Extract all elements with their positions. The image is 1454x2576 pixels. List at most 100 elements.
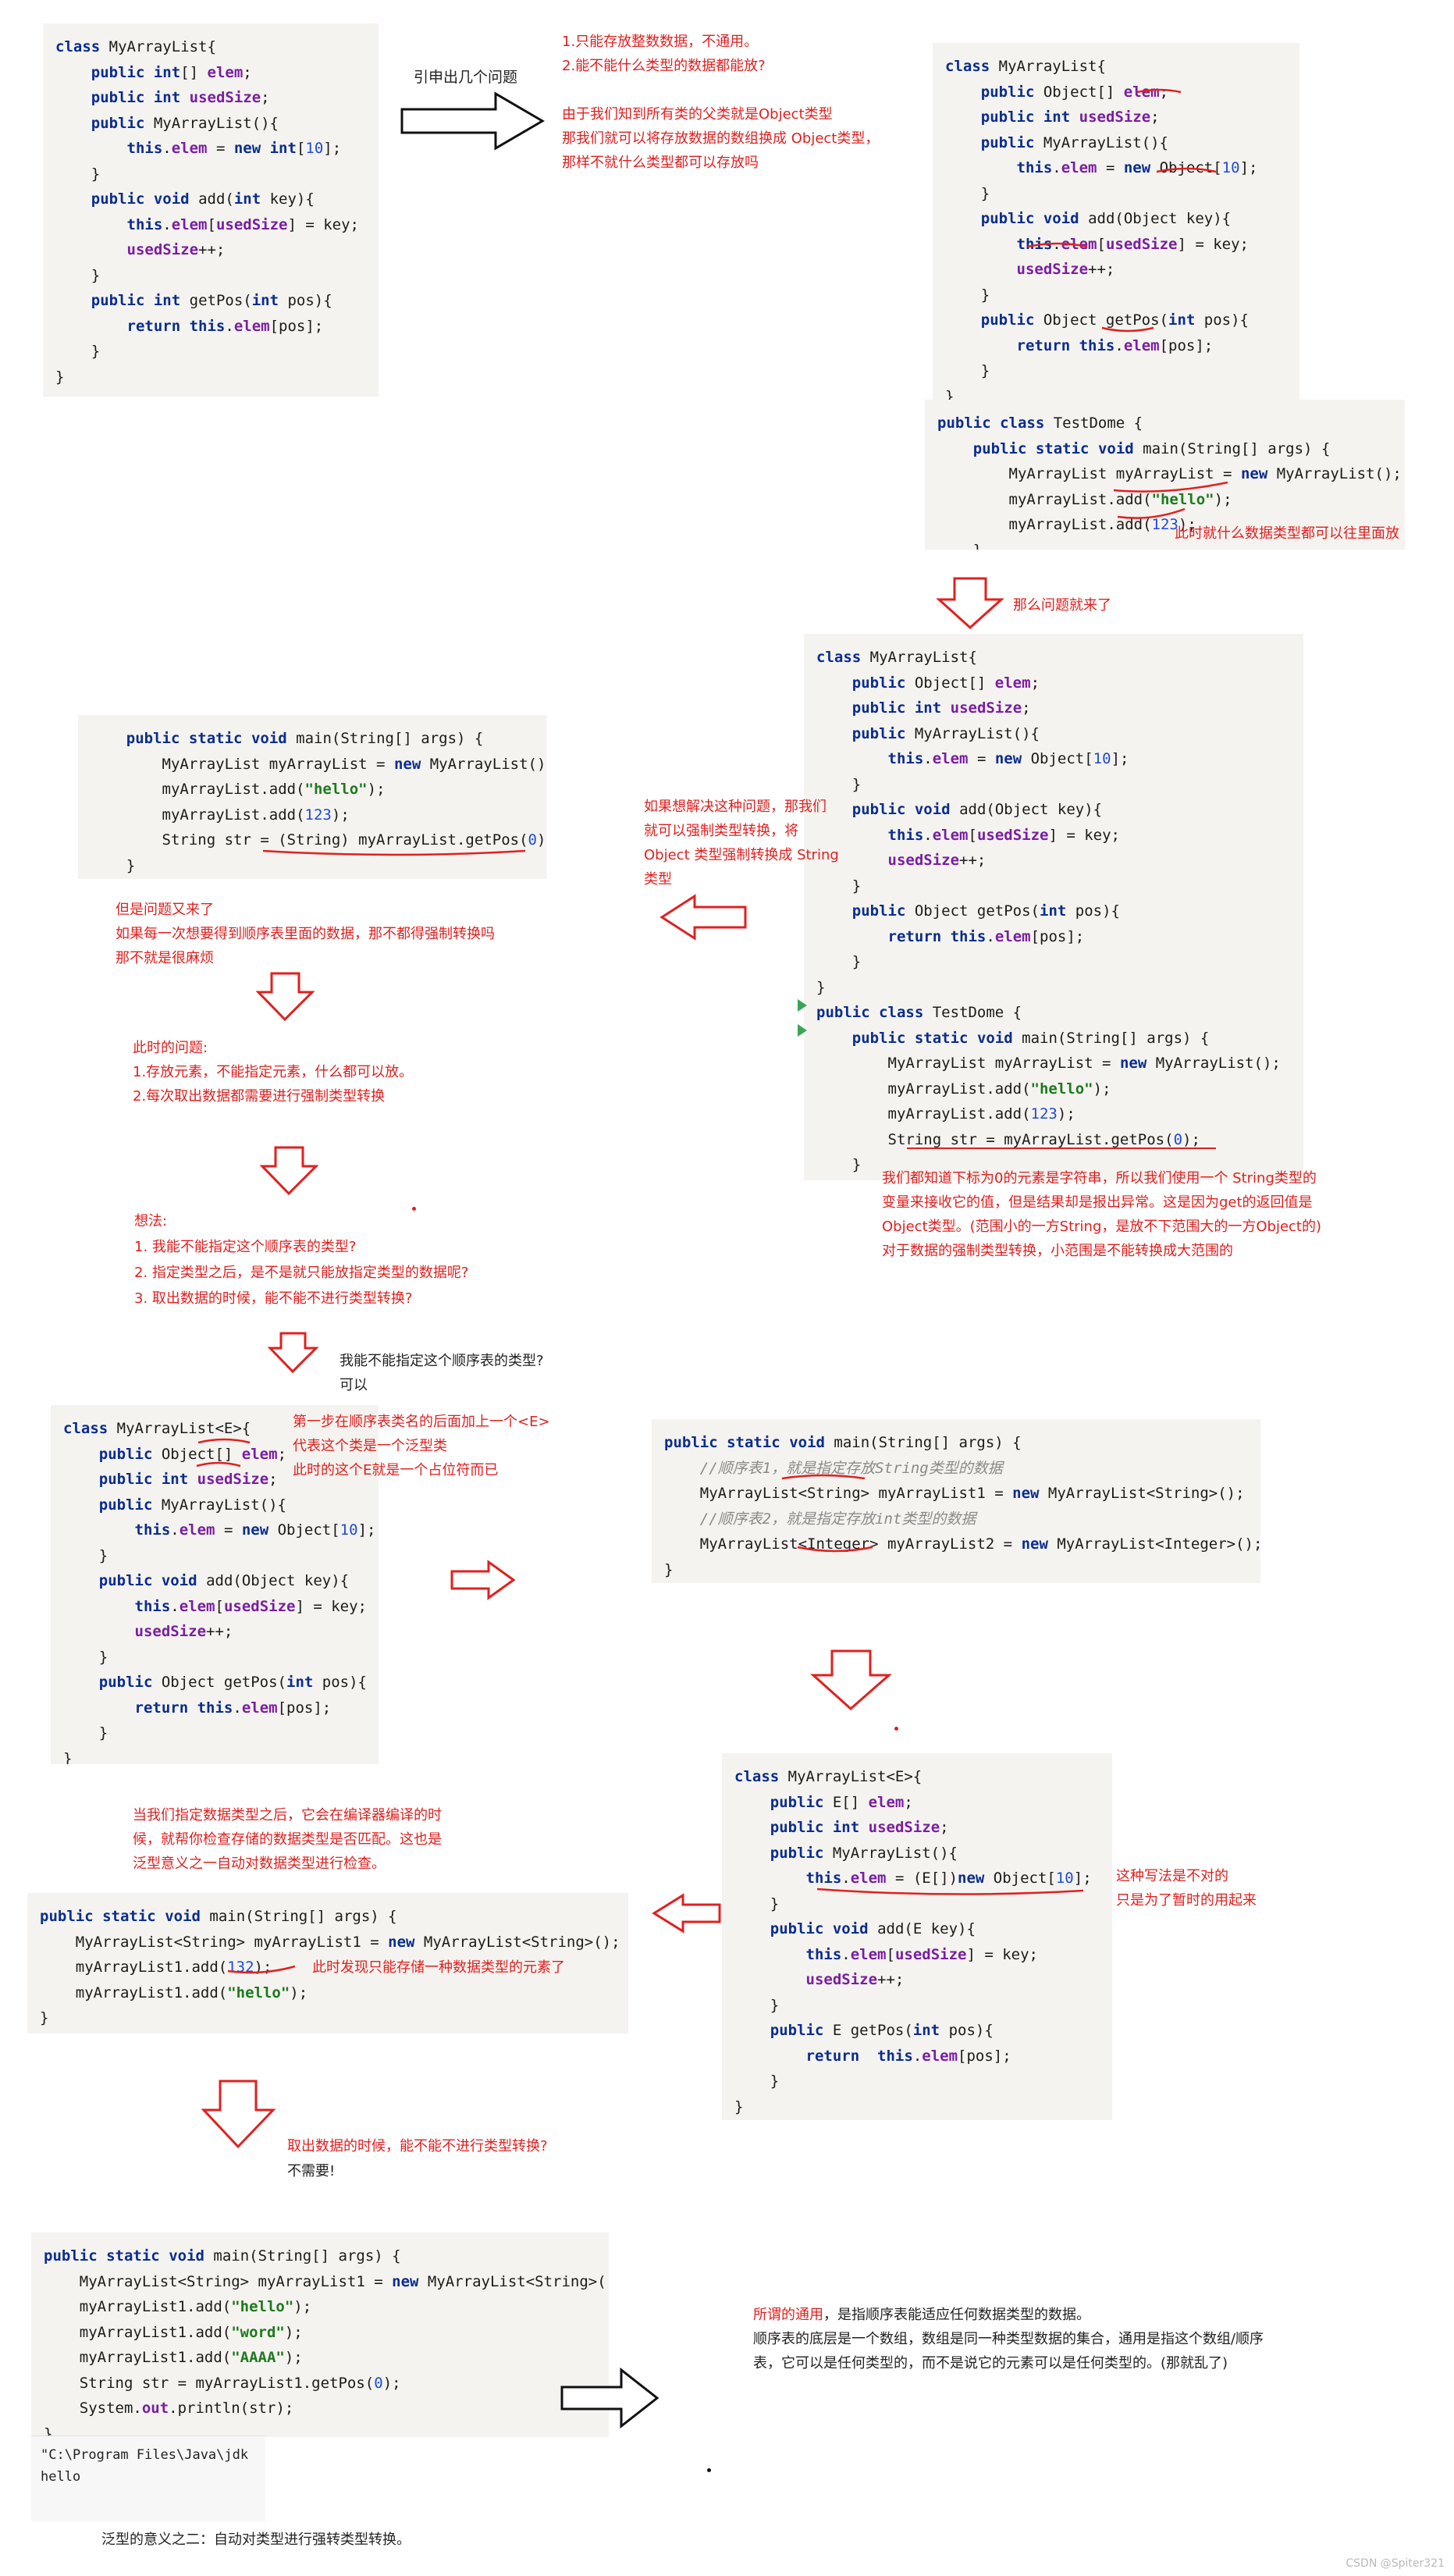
code-line: public MyArrayList(){ [91,114,279,132]
code-line: public static void main(String[] args) { [972,439,1331,457]
code-block-object-arraylist: class MyArrayList{ public Object[] elem;… [933,43,1299,406]
down-arrow-icon [260,1146,318,1196]
code-line: } [91,856,136,874]
code-line: return this.elem[pos]; [1016,336,1214,354]
code-line: class MyArrayList{ [945,58,1106,75]
code-line: return this.elem[pos]; [805,2047,1011,2065]
code-line: String str = myArrayList.getPos(0); [816,1130,1200,1148]
code-line: public Object getPos(int pos){ [851,902,1120,920]
note-no-need: 不需要! [287,2163,336,2179]
code-line: usedSize++; [805,1971,905,1988]
run-icon[interactable] [798,999,807,1012]
down-arrow-icon [268,1332,318,1374]
code-line: myArrayList1.add("hello"); [44,2298,312,2315]
code-line: MyArrayList<String> myArrayList1 = new M… [664,1485,1245,1502]
code-line: public void add(int key){ [91,190,315,208]
code-line: usedSize++; [887,852,987,869]
code-line: public static void main(String[] args) { [44,2247,401,2265]
code-block-testdome-add: public class TestDome { public static vo… [925,400,1405,550]
code-line: return this.elem[pos]; [134,1699,332,1717]
code-line: } [816,775,862,793]
code-line: return this.elem[pos]; [126,317,324,335]
code-line: public class TestDome { [816,1004,1022,1021]
red-dot [894,1727,898,1731]
code-line: public void add(Object key){ [98,1572,350,1589]
code-line: String str = (String) myArrayList.getPos… [91,831,547,849]
down-arrow-icon [201,2080,276,2149]
code-line: this.elem = (E[])new Object[10]; [805,1870,1092,1887]
code-line: MyArrayList myArrayList = new MyArrayLis… [91,755,547,773]
code-line: public class TestDome { [937,415,1143,432]
code-line: //顺序表1，就是指定存放String类型的数据 [664,1459,1003,1477]
code-line: myArrayList.add("hello"); [91,781,386,798]
code-line: public void add(Object key){ [851,801,1103,818]
code-line: public Object[] elem; [980,83,1169,101]
code-line: class MyArrayList<E>{ [734,1768,923,1785]
code-block-generic-e-array: class MyArrayList<E>{ public E[] elem; p… [722,1753,1112,2120]
code-line: myArrayList.add("hello"); [816,1080,1111,1098]
note-problem-comes: 那么问题就来了 [1013,597,1111,614]
code-line: public int getPos(int pos){ [91,292,332,309]
code-line: } [44,2425,53,2438]
underline-mark [816,1888,1084,1895]
note-trouble: 但是问题又来了 如果每一次想要得到顺序表里面的数据，那不都得强制转换吗 那不就是… [116,902,495,966]
code-line: } [63,1749,73,1765]
console-output: "C:\Program Files\Java\jdk hello [31,2435,265,2521]
code-line: this.elem[usedSize] = key; [805,1945,1038,1963]
code-line: System.out.println(str); [44,2400,294,2417]
code-line: public static void main(String[] args) { [664,1434,1022,1451]
code-line: public MyArrayList(){ [770,1844,958,1862]
code-line: public MyArrayList(){ [851,724,1040,742]
code-line: this.elem = new Object[10]; [134,1521,376,1539]
code-line: MyArrayList myArrayList = new MyArrayLis… [937,465,1402,482]
code-line: } [816,877,862,895]
code-line: } [734,1895,780,1912]
code-line: myArrayList1.add("hello"); [40,1984,308,2001]
code-line: this.elem[usedSize] = key; [126,215,359,233]
code-line: } [664,1560,674,1578]
note-wrong-style: 这种写法是不对的 只是为了暂时的用起来 [1116,1868,1257,1909]
console-line: "C:\Program Files\Java\jdk [41,2447,249,2463]
code-line: public void add(Object key){ [980,210,1232,227]
note-any-type: 此时就什么数据类型都可以往里面放 [1175,525,1399,542]
console-line: hello [41,2469,81,2485]
underline-mark [1117,507,1186,519]
code-line: } [734,2073,780,2090]
code-line: public int usedSize; [98,1471,278,1488]
code-line: public Object[] elem; [851,674,1040,692]
right-arrow-icon [560,2367,659,2429]
code-line: myArrayList.add(123); [91,806,350,824]
underline-mark [1136,88,1182,94]
code-line: usedSize++; [1016,261,1115,278]
code-line: this.elem[usedSize] = key; [134,1597,367,1615]
underline-mark [262,849,526,856]
arrow-label-problems: 引申出几个问题 [414,69,518,86]
note-compile-check: 当我们指定数据类型之后，它会在编译器编译的时 候，就帮你检查存储的数据类型是否匹… [133,1807,442,1872]
code-line: } [63,1724,108,1742]
run-icon[interactable] [798,1024,807,1037]
left-arrow-icon [659,894,747,941]
code-line: this.elem[usedSize] = key; [887,826,1120,844]
note-generic-meaning-lead: 所谓的通用 [753,2307,823,2323]
underline-mark [797,1546,873,1553]
underline-mark [1156,167,1217,173]
code-line: } [816,978,826,996]
code-line: } [816,953,862,970]
code-line: } [937,538,1392,550]
down-arrow-icon [936,577,1004,630]
code-line: } [55,343,101,360]
code-line: } [816,1156,862,1173]
code-line: public Object getPos(int pos){ [980,311,1249,329]
note-cast: 如果想解决这种问题，那我们 就可以强制类型转换，将 Object 类型强制转换成… [644,799,839,888]
code-line: public MyArrayList(){ [98,1496,286,1514]
code-line: public static void main(String[] args) { [40,1908,397,1925]
code-line: } [734,2097,744,2115]
note-only-one-type: 此时发现只能存储一种数据类型的元素了 [312,1959,565,1976]
code-line: return this.elem[pos]; [887,927,1085,945]
code-line: public MyArrayList(){ [980,133,1168,151]
code-line: public void add(E key){ [770,1920,976,1937]
code-line: String str = myArrayList1.getPos(0); [44,2374,401,2392]
code-line: } [945,286,990,304]
code-line: this.elem = new int[10]; [126,140,342,157]
code-line: public Object getPos(int pos){ [98,1674,367,1691]
